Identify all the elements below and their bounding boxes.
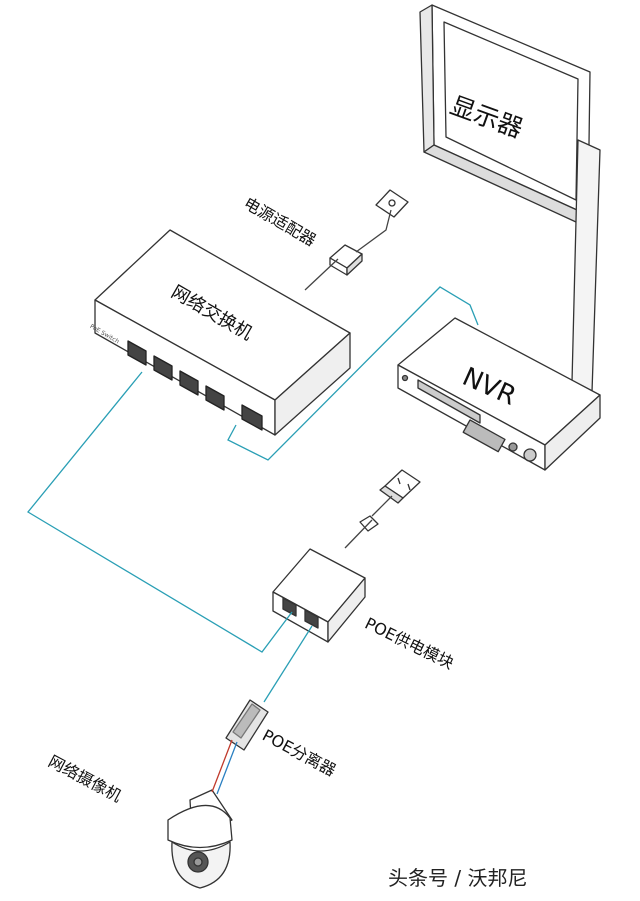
dome-camera: [167, 789, 233, 889]
network-cables: [27, 286, 479, 703]
monitor: [419, 4, 601, 393]
watermark: 头条号 / 沃邦尼: [388, 866, 528, 890]
poe-splitter: [225, 699, 269, 751]
poe-injector-module: [272, 469, 421, 643]
camera-leads: [211, 739, 238, 795]
power-adapter: [329, 189, 409, 276]
network-switch: [94, 229, 351, 436]
nvr-recorder: [397, 317, 601, 471]
power-cables: [304, 209, 393, 549]
